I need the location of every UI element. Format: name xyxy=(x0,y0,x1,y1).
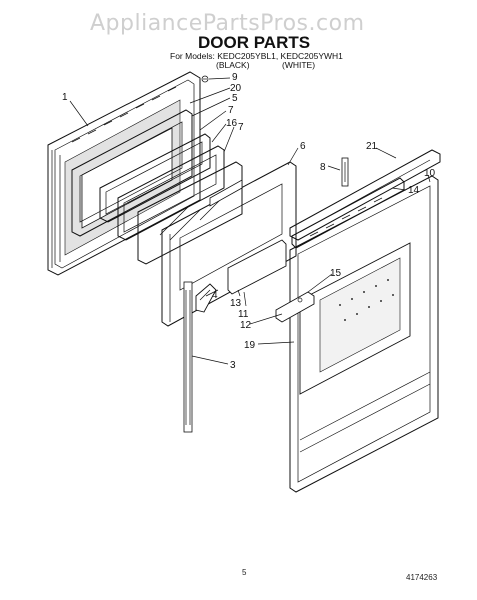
leader-lines xyxy=(69,77,431,365)
callout-12: 12 xyxy=(240,320,252,331)
color-white-label: (WHITE) xyxy=(282,60,315,70)
window-mesh xyxy=(339,279,394,321)
callout-4: 4 xyxy=(212,290,218,301)
page-number: 5 xyxy=(242,568,247,577)
inner-glass-panel xyxy=(99,133,211,223)
viewing-window xyxy=(227,239,287,295)
callout-11: 11 xyxy=(238,309,249,320)
callout-8: 8 xyxy=(320,162,326,173)
callout-5: 5 xyxy=(232,93,238,104)
page-title: DOOR PARTS xyxy=(198,33,310,52)
doc-number: 4174263 xyxy=(406,573,438,582)
screw-part xyxy=(201,75,209,83)
callout-7b: 7 xyxy=(238,122,244,133)
outer-door-panel xyxy=(289,175,439,493)
callout-13: 13 xyxy=(230,298,242,309)
latch-bracket xyxy=(341,157,349,187)
callouts: 1 9 20 5 7 16 7 6 21 8 10 14 4 15 13 11 … xyxy=(62,72,436,371)
callout-1: 1 xyxy=(62,92,68,103)
callout-15: 15 xyxy=(330,268,342,279)
glass-retainer xyxy=(71,109,193,237)
glass-gasket xyxy=(117,145,225,241)
hinge-rod xyxy=(183,281,193,433)
callout-21: 21 xyxy=(366,141,378,152)
middle-glass-panel xyxy=(137,161,243,265)
callout-7a: 7 xyxy=(228,105,234,116)
models-line: For Models: KEDC205YBL1, KEDC205YWH1 xyxy=(170,51,343,61)
inner-door-panel xyxy=(47,71,201,276)
callout-10: 10 xyxy=(424,168,436,179)
callout-6: 6 xyxy=(300,141,306,152)
handle-bracket xyxy=(195,283,217,313)
callout-20: 20 xyxy=(230,83,242,94)
vent-slots xyxy=(71,86,177,143)
callout-16: 16 xyxy=(226,118,238,129)
callout-3: 3 xyxy=(230,360,236,371)
callout-9: 9 xyxy=(232,72,238,83)
watermark: AppliancePartsPros.com xyxy=(90,11,365,36)
callout-19: 19 xyxy=(244,340,256,351)
callout-14: 14 xyxy=(408,185,420,196)
color-black-label: (BLACK) xyxy=(216,60,250,70)
